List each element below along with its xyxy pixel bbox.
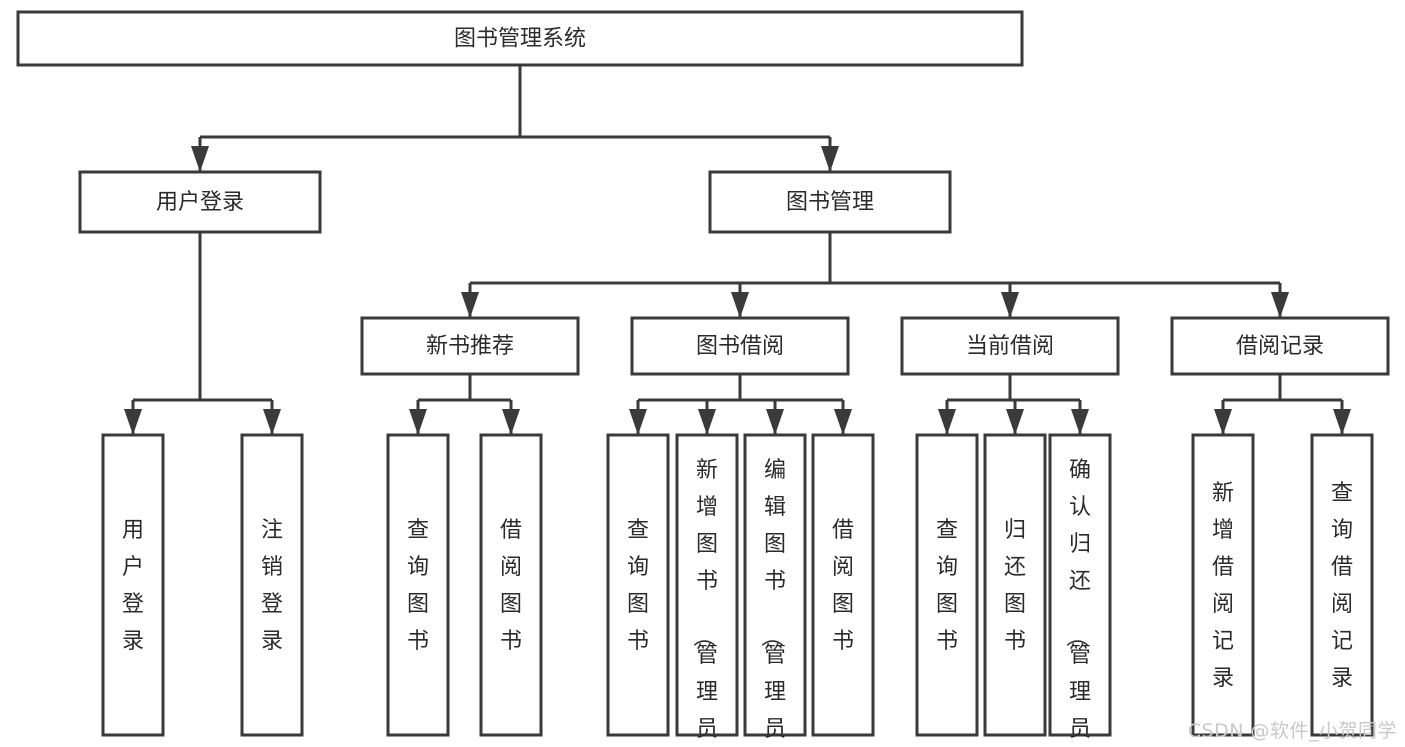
node-leaf-user-login[interactable]: 用户登录 — [101, 433, 165, 737]
node-box-leaf-add-book[interactable] — [675, 433, 739, 737]
node-new-book-rec[interactable]: 新书推荐 — [360, 316, 580, 376]
csdn-watermark: CSDN @软件_小贺同学 — [1187, 720, 1397, 742]
node-book-borrow[interactable]: 图书借阅 — [630, 316, 850, 376]
node-box-new-book-rec[interactable] — [360, 316, 580, 376]
node-layer: 图书管理系统用户登录图书管理新书推荐图书借阅当前借阅借阅记录用户登录注销登录查询… — [16, 10, 1390, 747]
node-box-leaf-edit-book[interactable] — [743, 433, 807, 737]
connector-group-borrow-record — [1214, 374, 1351, 435]
node-label-borrow-record: 借阅记录 — [1236, 334, 1324, 359]
node-leaf-logout[interactable]: 注销登录 — [240, 433, 304, 737]
node-label-leaf-confirm-return: 确认归还（管理员） — [1063, 458, 1091, 747]
node-borrow-record[interactable]: 借阅记录 — [1170, 316, 1390, 376]
connector-group-current-borrow — [938, 374, 1089, 435]
node-box-root[interactable] — [16, 10, 1024, 67]
node-label-leaf-user-login: 用户登录 — [122, 518, 144, 654]
node-label-book-manage: 图书管理 — [786, 190, 874, 215]
node-box-leaf-query-book-3[interactable] — [915, 433, 979, 737]
node-leaf-borrow-book-1[interactable]: 借阅图书 — [479, 433, 543, 737]
node-label-leaf-borrow-book-2: 借阅图书 — [832, 518, 854, 654]
node-label-leaf-query-book-3: 查询图书 — [936, 518, 958, 654]
node-label-leaf-add-record: 新增借阅记录 — [1212, 481, 1234, 691]
connector-layer — [124, 65, 1351, 435]
node-box-leaf-return-book[interactable] — [983, 433, 1047, 737]
node-label-leaf-add-book: 新增图书（管理员） — [690, 458, 718, 747]
node-box-current-borrow[interactable] — [900, 316, 1120, 376]
node-label-leaf-logout: 注销登录 — [261, 518, 283, 654]
node-label-leaf-edit-book: 编辑图书（管理员） — [758, 458, 786, 747]
node-leaf-borrow-book-2[interactable]: 借阅图书 — [811, 433, 875, 737]
node-leaf-query-record[interactable]: 查询借阅记录 — [1310, 433, 1374, 737]
node-box-leaf-logout[interactable] — [240, 433, 304, 737]
node-leaf-query-book-3[interactable]: 查询图书 — [915, 433, 979, 737]
node-current-borrow[interactable]: 当前借阅 — [900, 316, 1120, 376]
node-box-user-login[interactable] — [78, 170, 322, 234]
node-box-borrow-record[interactable] — [1170, 316, 1390, 376]
node-leaf-return-book[interactable]: 归还图书 — [983, 433, 1047, 737]
node-label-new-book-rec: 新书推荐 — [426, 334, 514, 359]
node-user-login[interactable]: 用户登录 — [78, 170, 322, 234]
node-book-manage[interactable]: 图书管理 — [708, 170, 952, 234]
node-label-leaf-borrow-book-1: 借阅图书 — [500, 518, 522, 654]
node-box-leaf-query-book-1[interactable] — [386, 433, 450, 737]
node-box-book-borrow[interactable] — [630, 316, 850, 376]
node-leaf-query-book-2[interactable]: 查询图书 — [606, 433, 670, 737]
node-leaf-add-book[interactable]: 新增图书（管理员） — [675, 433, 739, 747]
node-label-leaf-query-record: 查询借阅记录 — [1331, 481, 1353, 691]
node-box-leaf-borrow-book-2[interactable] — [811, 433, 875, 737]
node-leaf-query-book-1[interactable]: 查询图书 — [386, 433, 450, 737]
connector-group-new-book-rec — [409, 374, 520, 435]
connector-group-user-login — [124, 232, 281, 435]
node-box-leaf-query-book-2[interactable] — [606, 433, 670, 737]
node-leaf-confirm-return[interactable]: 确认归还（管理员） — [1048, 433, 1112, 747]
node-label-user-login: 用户登录 — [156, 190, 244, 215]
node-label-book-borrow: 图书借阅 — [696, 334, 784, 359]
connector-group-book-manage — [461, 232, 1289, 318]
node-box-leaf-user-login[interactable] — [101, 433, 165, 737]
node-leaf-add-record[interactable]: 新增借阅记录 — [1191, 433, 1255, 737]
node-box-leaf-query-record[interactable] — [1310, 433, 1374, 737]
node-box-leaf-borrow-book-1[interactable] — [479, 433, 543, 737]
node-label-leaf-query-book-1: 查询图书 — [407, 518, 429, 654]
node-box-book-manage[interactable] — [708, 170, 952, 234]
node-label-leaf-return-book: 归还图书 — [1004, 518, 1026, 654]
node-root[interactable]: 图书管理系统 — [16, 10, 1024, 67]
connector-group-root — [191, 65, 839, 172]
node-leaf-edit-book[interactable]: 编辑图书（管理员） — [743, 433, 807, 747]
node-label-root: 图书管理系统 — [454, 27, 586, 52]
node-label-current-borrow: 当前借阅 — [966, 334, 1054, 359]
node-box-leaf-add-record[interactable] — [1191, 433, 1255, 737]
connector-group-book-borrow — [629, 374, 852, 435]
node-label-leaf-query-book-2: 查询图书 — [627, 518, 649, 654]
node-box-leaf-confirm-return[interactable] — [1048, 433, 1112, 737]
